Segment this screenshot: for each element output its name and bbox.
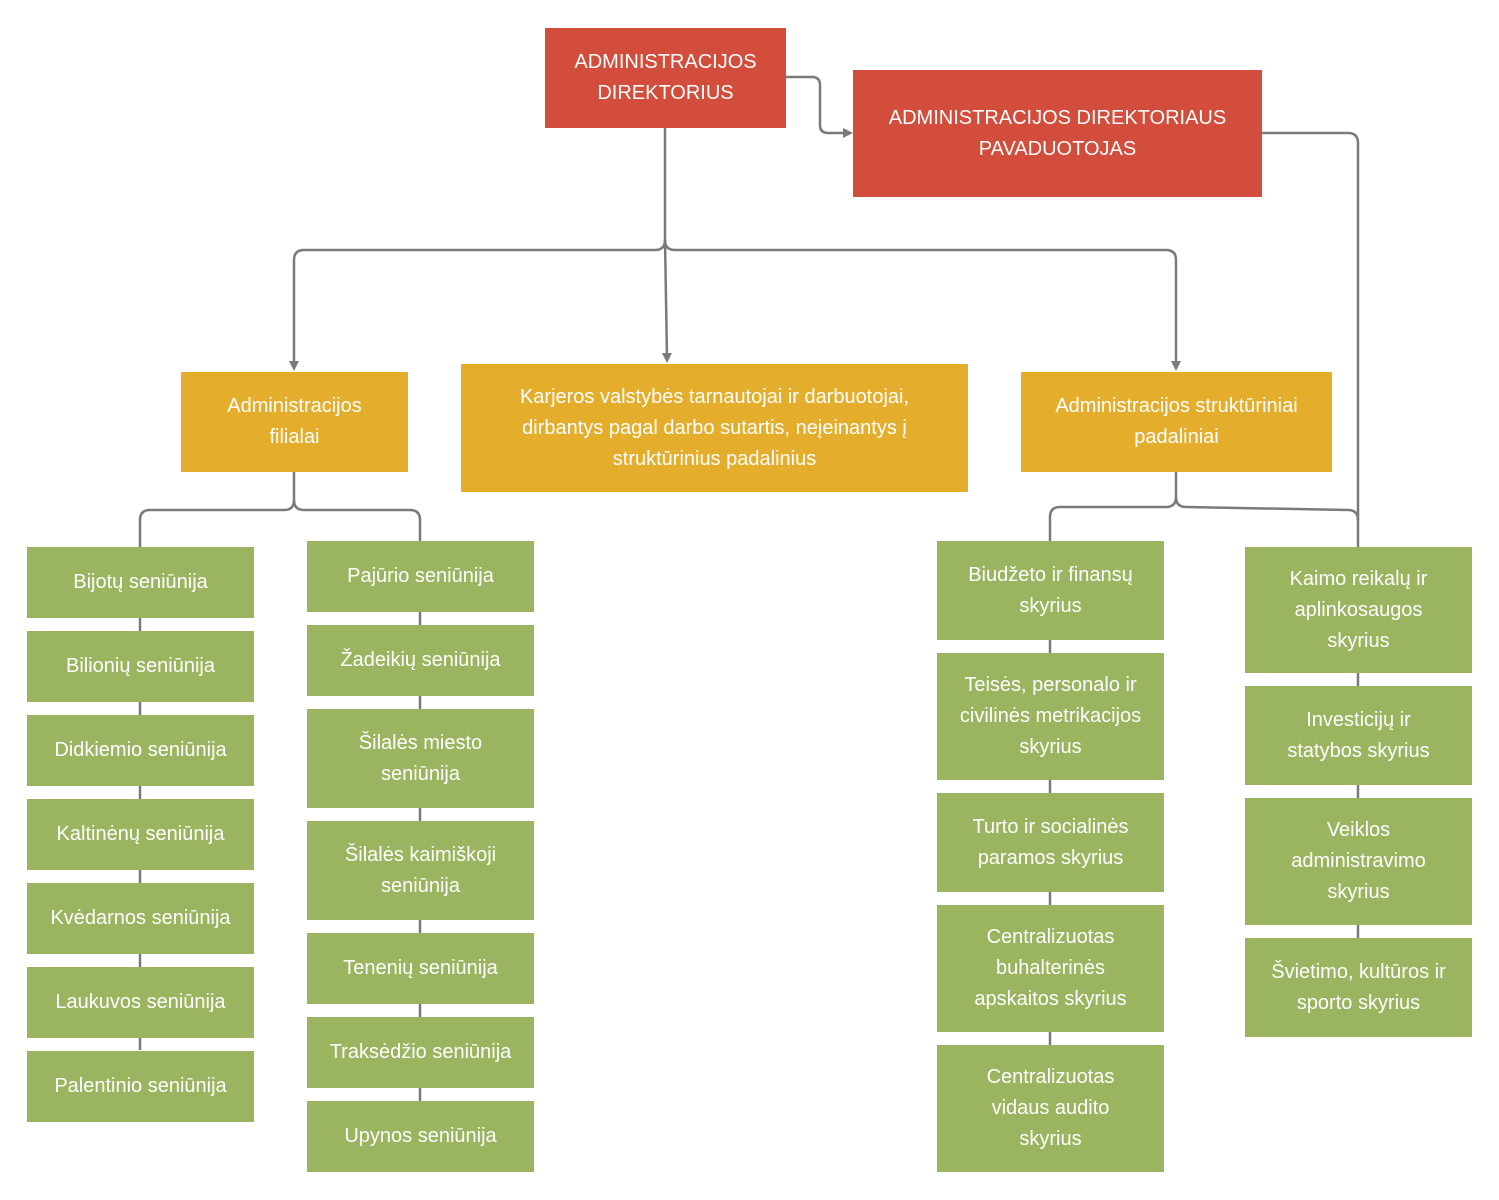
branch-box-teneniu: Tenenių seniūnija xyxy=(307,933,534,1004)
branch-box-silales-kaimiskoji: Šilalės kaimiškoji seniūnija xyxy=(307,821,534,920)
dept-box-audito: Centralizuotas vidaus audito skyrius xyxy=(937,1045,1164,1172)
dept-box-biudzeto: Biudžeto ir finansų skyrius xyxy=(937,541,1164,640)
connector-to-career xyxy=(661,239,672,363)
branches-box: Administracijos filialai xyxy=(181,372,408,472)
branch-box-kvedarnos: Kvėdarnos seniūnija xyxy=(27,883,254,954)
structural-box: Administracijos struktūriniai padaliniai xyxy=(1021,372,1332,472)
branch-box-traksedzio: Traksėdžio seniūnija xyxy=(307,1017,534,1088)
branch-box-palentinio: Palentinio seniūnija xyxy=(27,1051,254,1122)
dept-box-veiklos: Veiklos administravimo skyrius xyxy=(1245,798,1472,925)
dept-box-investiciju: Investicijų ir statybos skyrius xyxy=(1245,686,1472,785)
connector-to-branches xyxy=(289,239,667,371)
connector-structural-split xyxy=(1048,472,1178,541)
branch-box-silales-miesto: Šilalės miesto seniūnija xyxy=(307,709,534,808)
dept-box-kaimo: Kaimo reikalų ir aplinkosaugos skyrius xyxy=(1245,547,1472,673)
dept-box-teises: Teisės, personalo ir civilinės metrikaci… xyxy=(937,653,1164,780)
director-box: ADMINISTRACIJOS DIREKTORIUS xyxy=(545,28,786,128)
branch-box-bilioniu: Bilionių seniūnija xyxy=(27,631,254,702)
connector-branches-split xyxy=(138,472,296,547)
connector-to-structural xyxy=(663,239,1181,371)
connector-deputy-right xyxy=(1262,131,1360,547)
branch-box-didkiemio: Didkiemio seniūnija xyxy=(27,715,254,786)
dept-box-turto: Turto ir socialinės paramos skyrius xyxy=(937,793,1164,892)
connector-director-deputy xyxy=(786,75,853,138)
dept-box-svietimo: Švietimo, kultūros ir sporto skyrius xyxy=(1245,938,1472,1037)
deputy-box: ADMINISTRACIJOS DIREKTORIAUS PAVADUOTOJA… xyxy=(853,70,1262,197)
branch-box-kaltinenu: Kaltinėnų seniūnija xyxy=(27,799,254,870)
branch-box-laukuvos: Laukuvos seniūnija xyxy=(27,967,254,1038)
dept-box-buhalterines: Centralizuotas buhalterinės apskaitos sk… xyxy=(937,905,1164,1032)
career-box: Karjeros valstybės tarnautojai ir darbuo… xyxy=(461,364,968,492)
branch-box-zadeikiu: Žadeikių seniūnija xyxy=(307,625,534,696)
branch-box-bijotu: Bijotų seniūnija xyxy=(27,547,254,618)
branch-box-upynos: Upynos seniūnija xyxy=(307,1101,534,1172)
branch-box-pajurio: Pajūrio seniūnija xyxy=(307,541,534,612)
